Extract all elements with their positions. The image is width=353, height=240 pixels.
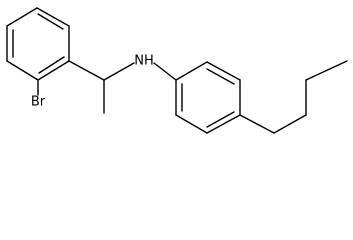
nh-ring-bond [153,62,177,81]
ring1-double-bond [38,56,65,74]
butyl-chain [239,60,348,134]
butyl-bond [305,60,348,81]
ring2-bond [206,114,241,134]
ring1-bond [6,60,39,81]
ring1-bond [36,7,70,27]
ring1-double-bond [37,13,64,30]
ch-nh-bond [103,62,135,81]
nh-atom-label: NH [134,54,154,69]
structure-diagram: Br NH [6,7,348,134]
bromophenyl-ring [6,7,70,81]
ring2-bond [206,61,241,81]
ring2-bond [175,114,208,134]
ring2-bond [175,61,208,81]
ring2-double-bond [206,68,235,85]
ring1-bond [6,7,38,27]
bromine-atom-label: Br [31,95,46,110]
ring2-double-bond [206,111,235,128]
butyl-bond [273,114,307,134]
butylphenyl-ring [175,61,241,134]
ring1-bond [37,60,70,81]
butyl-bond [239,114,275,134]
ring-to-ch-bond [68,60,105,81]
